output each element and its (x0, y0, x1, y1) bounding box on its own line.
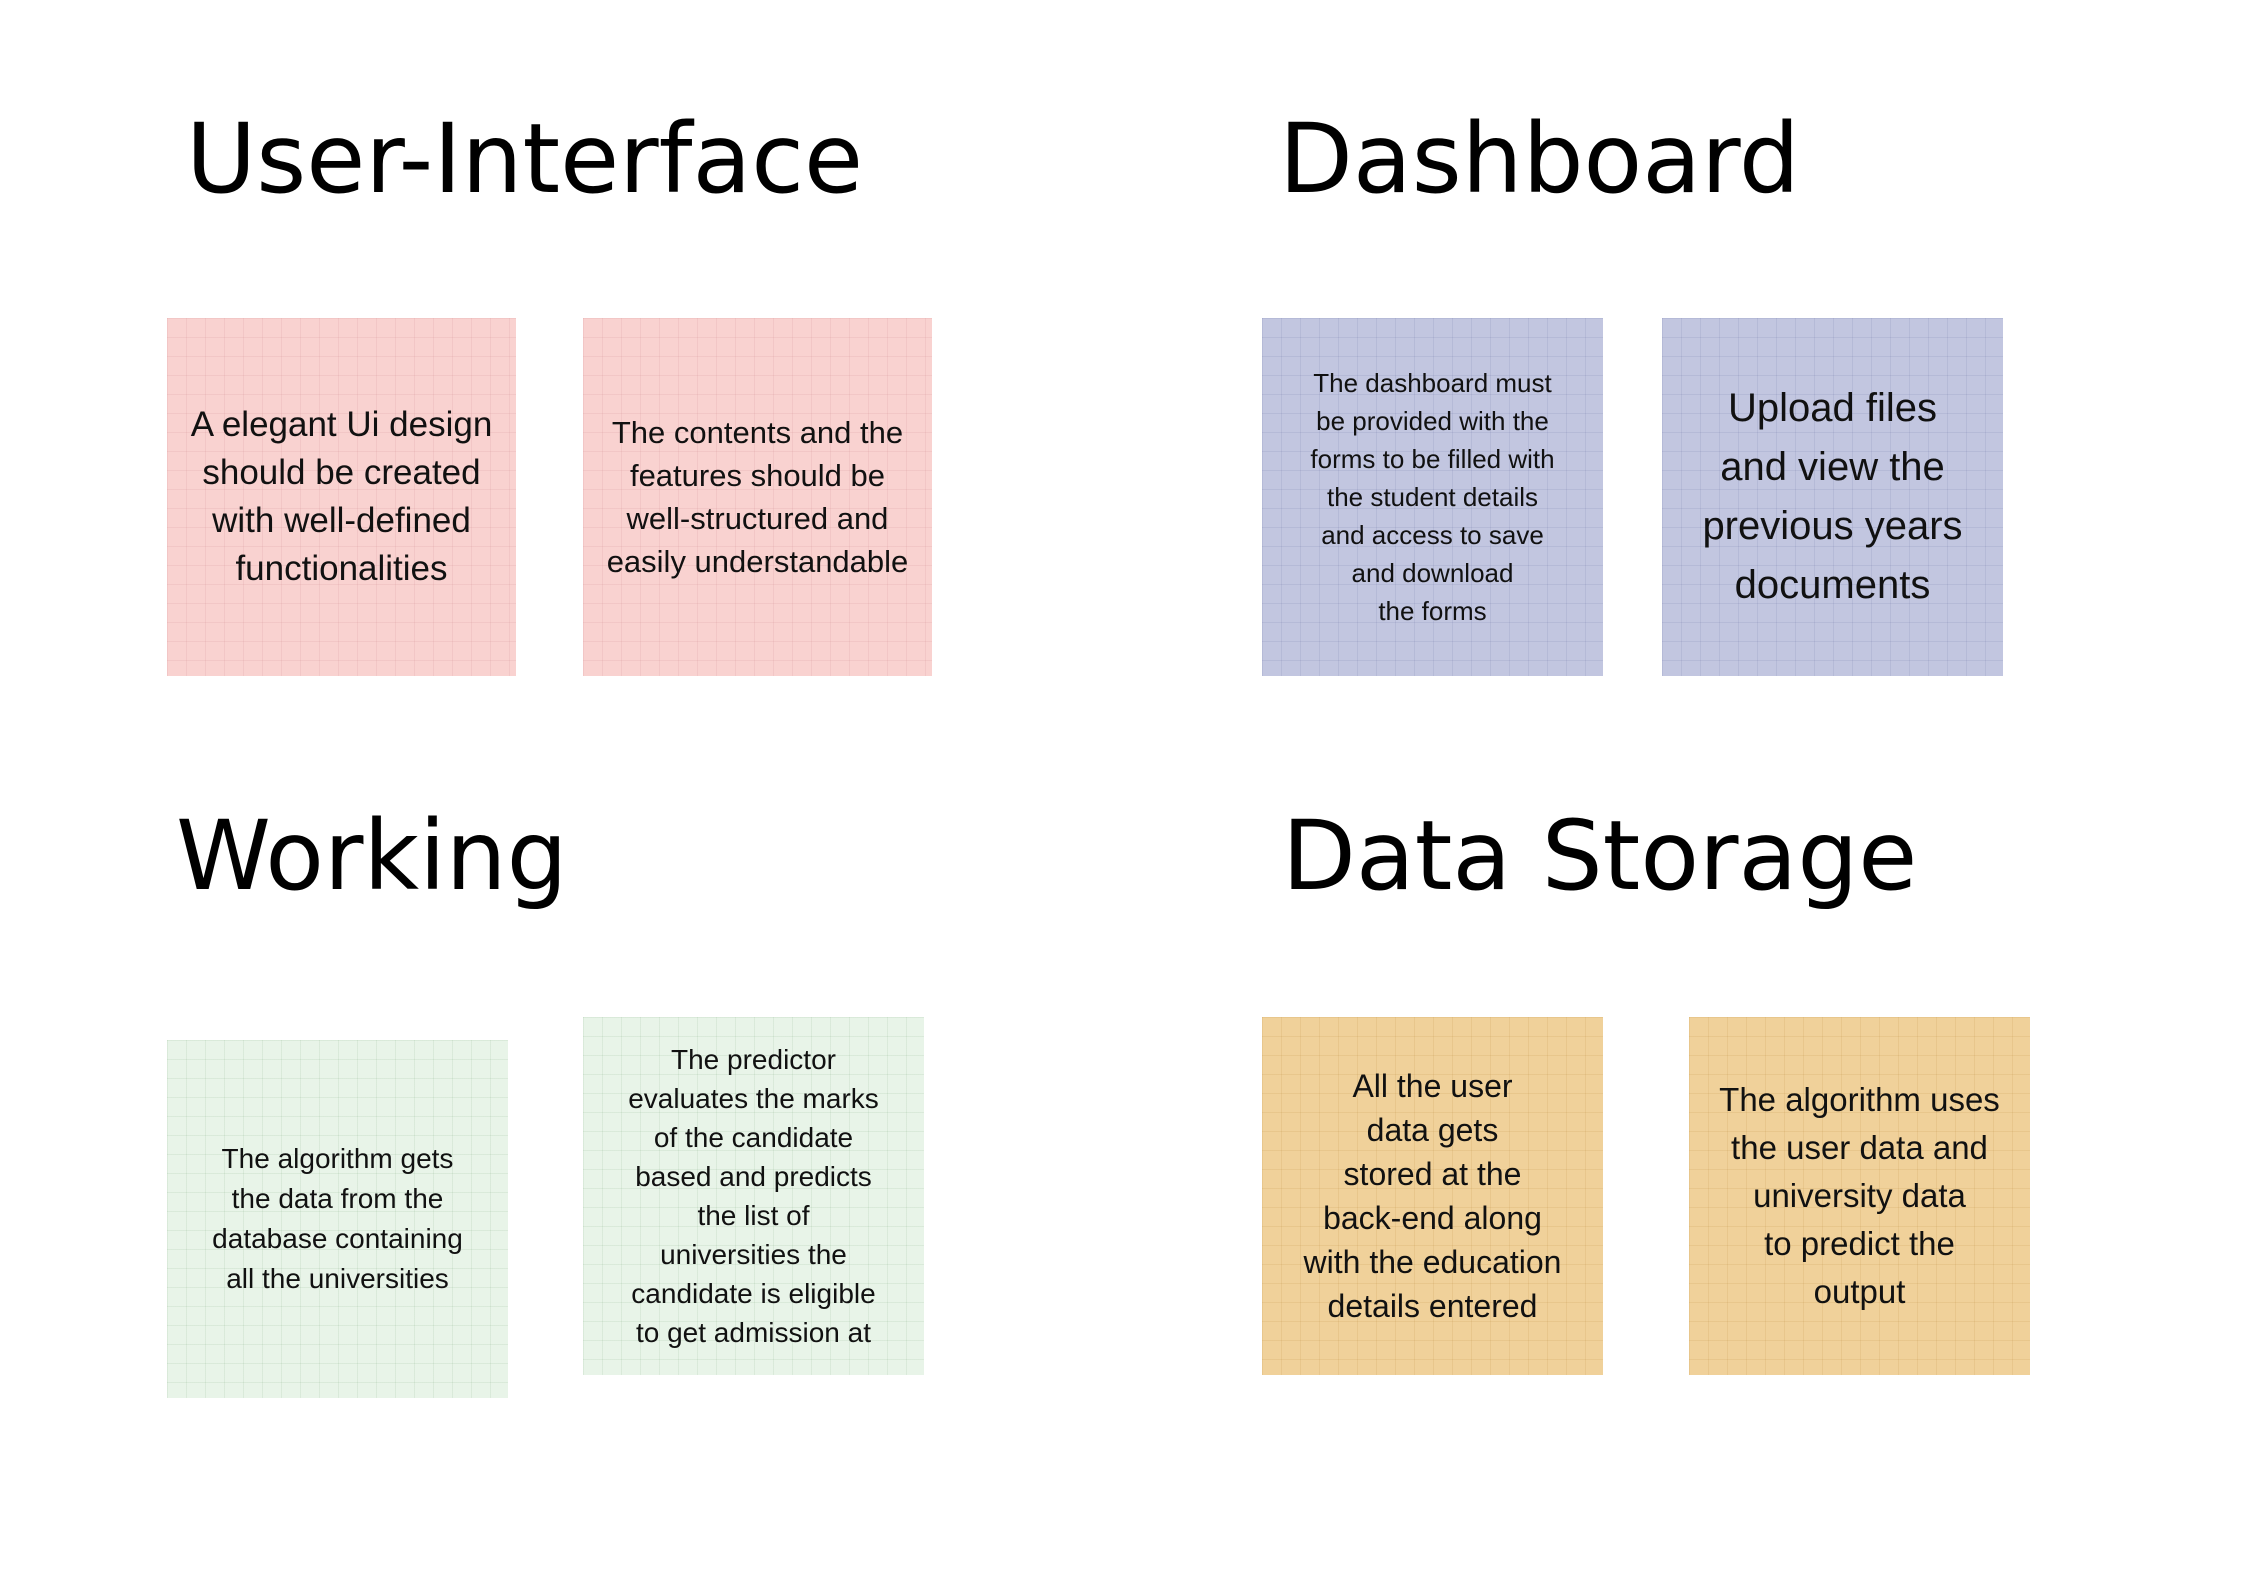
section-title-user-interface: User-Interface (186, 103, 864, 215)
section-title-data-storage: Data Storage (1282, 800, 1918, 912)
section-title-dashboard: Dashboard (1279, 103, 1800, 215)
section-title-working: Working (176, 800, 568, 912)
